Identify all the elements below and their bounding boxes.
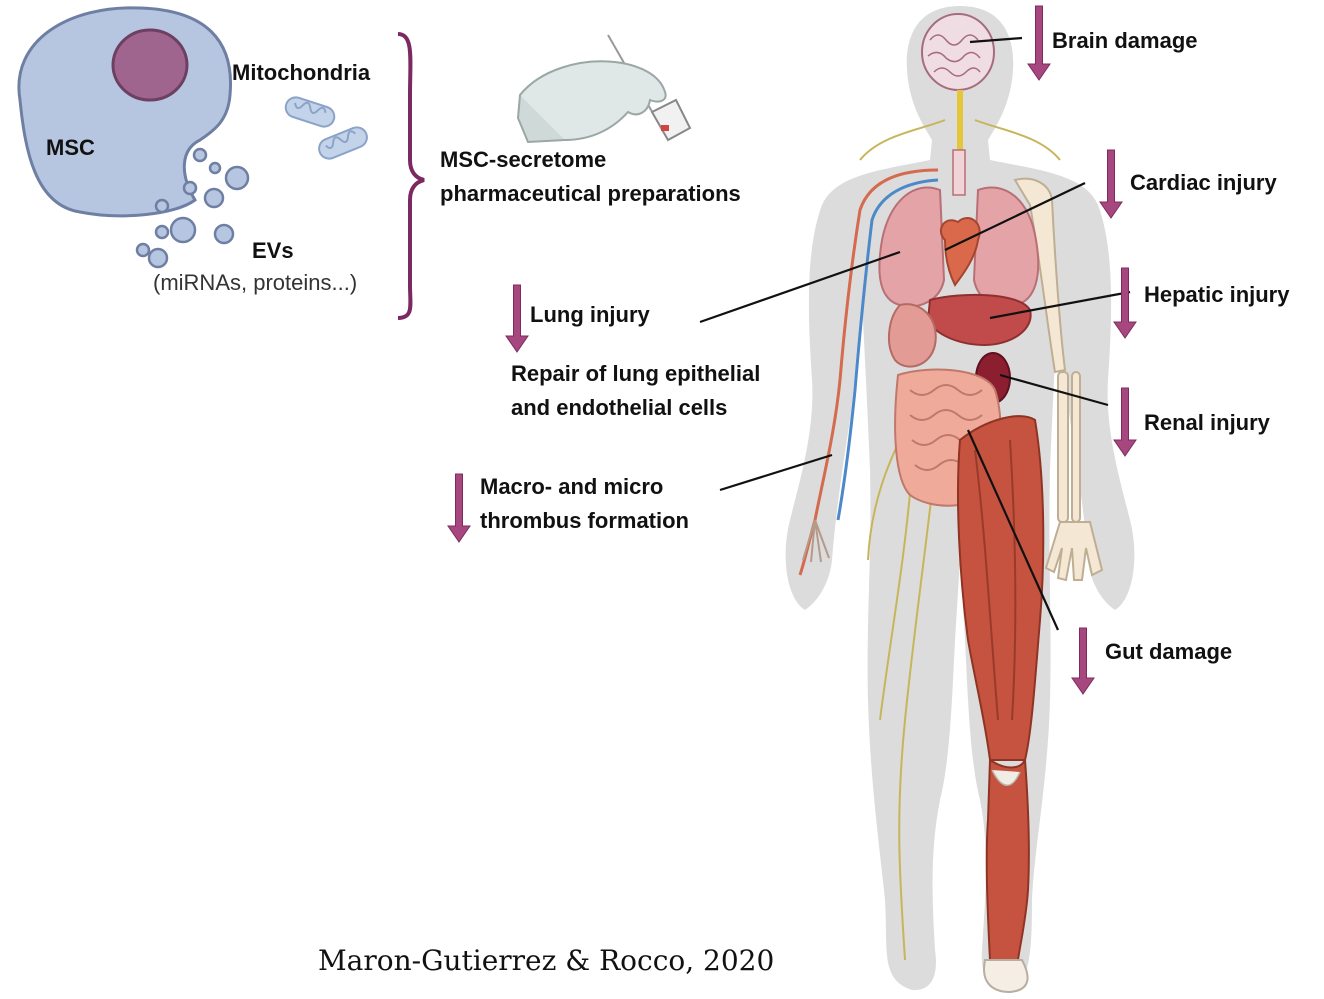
thrombus-label-line1: Macro- and micro [480, 474, 663, 499]
secretome-label-line1: MSC-secretome [440, 147, 606, 172]
evs-label: EVs [252, 238, 294, 263]
arrow-hepatic-injury-icon [1114, 268, 1136, 338]
grouping-bracket [398, 34, 424, 318]
renal-injury-label: Renal injury [1144, 410, 1271, 435]
thrombus-label-line2: thrombus formation [480, 508, 689, 533]
gloved-hand-syringe-icon [518, 35, 690, 142]
msc-cell-icon [19, 8, 231, 216]
hepatic-injury-label: Hepatic injury [1144, 282, 1290, 307]
msc-label: MSC [46, 135, 95, 160]
brain-damage-label: Brain damage [1052, 28, 1198, 53]
arrow-gut-damage-icon [1072, 628, 1094, 694]
secretome-label-line2: pharmaceutical preparations [440, 181, 741, 206]
gut-damage-label: Gut damage [1105, 639, 1232, 664]
arrow-renal-injury-icon [1114, 388, 1136, 456]
arrow-brain-damage-icon [1028, 6, 1050, 80]
citation-text: Maron-Gutierrez & Rocco, 2020 [318, 944, 774, 977]
human-anatomy-icon [786, 6, 1135, 992]
mitochondria-icon [283, 95, 370, 162]
lung-injury-label: Lung injury [530, 302, 651, 327]
arrow-cardiac-injury-icon [1100, 150, 1122, 218]
cardiac-injury-label: Cardiac injury [1130, 170, 1277, 195]
msc-panel: MSC Mitochondria E [19, 8, 741, 318]
lung-repair-label-line2: and endothelial cells [511, 395, 727, 420]
brain-icon [922, 14, 994, 90]
evs-detail-label: (miRNAs, proteins...) [153, 270, 357, 295]
mitochondria-label: Mitochondria [232, 60, 371, 85]
arrow-thrombus-formation-icon [448, 474, 470, 542]
trachea [953, 150, 965, 195]
arrow-lung-injury-icon [506, 285, 528, 352]
lung-repair-label-line1: Repair of lung epithelial [511, 361, 760, 386]
